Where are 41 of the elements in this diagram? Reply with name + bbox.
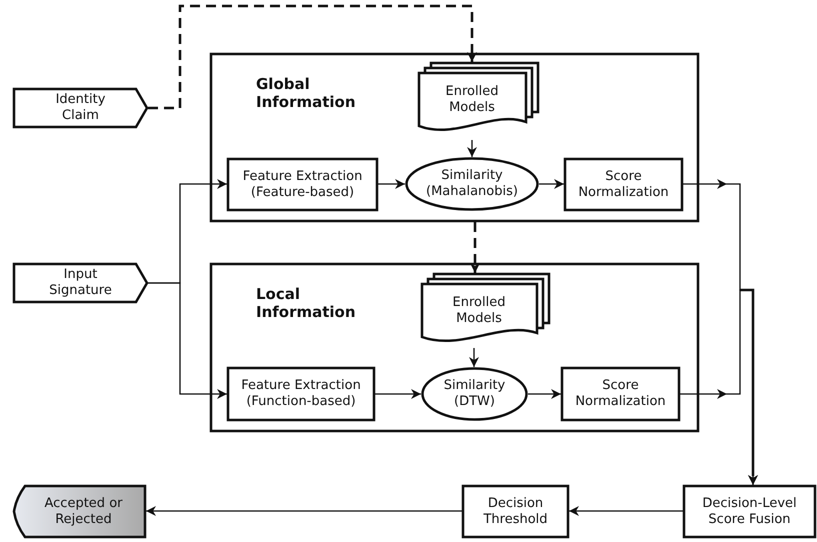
node-label: Score Normalization (574, 378, 667, 410)
process-box (564, 158, 683, 211)
arrow (528, 389, 561, 399)
arrow (470, 222, 480, 273)
arrow (569, 506, 683, 516)
arrow (469, 348, 479, 367)
arrow (467, 140, 477, 157)
node-label: Enrolled Models (444, 84, 500, 116)
node-label: Feature Extraction (Feature-based) (242, 168, 364, 200)
arrow (146, 506, 462, 516)
arrow (148, 4, 477, 110)
node-label: Identity Claim (54, 92, 106, 124)
input-terminal (13, 88, 148, 128)
arrow (378, 179, 405, 189)
node-label: Decision-Level Score Fusion (701, 496, 798, 528)
arrow (539, 179, 564, 189)
node-label: Score Normalization (577, 168, 670, 200)
module-panel (210, 263, 699, 432)
node-label: Feature Extraction (Function-based) (240, 378, 362, 410)
panel-heading: Global Information (256, 75, 357, 111)
connector-trunk (740, 288, 754, 476)
arrow (148, 282, 227, 399)
node-label: Similarity (Mahalanobis) (425, 168, 519, 200)
arrow (680, 289, 758, 485)
output-terminal (13, 485, 146, 538)
process-box (227, 158, 378, 211)
module-panel (210, 53, 699, 222)
node-label: Accepted or Rejected (44, 496, 124, 528)
panel-heading: Local Information (256, 285, 357, 321)
node-label: Similarity (DTW) (442, 378, 506, 410)
process-box (462, 485, 569, 538)
node-label: Decision Threshold (482, 496, 549, 528)
process-ellipse (405, 157, 539, 211)
node-label: Enrolled Models (452, 295, 506, 327)
arrow (375, 389, 421, 399)
input-terminal (13, 263, 148, 303)
node-label: Input Signature (48, 267, 113, 299)
process-ellipse (421, 367, 528, 421)
process-box (683, 485, 816, 538)
process-box (227, 367, 375, 421)
process-box (561, 367, 680, 421)
